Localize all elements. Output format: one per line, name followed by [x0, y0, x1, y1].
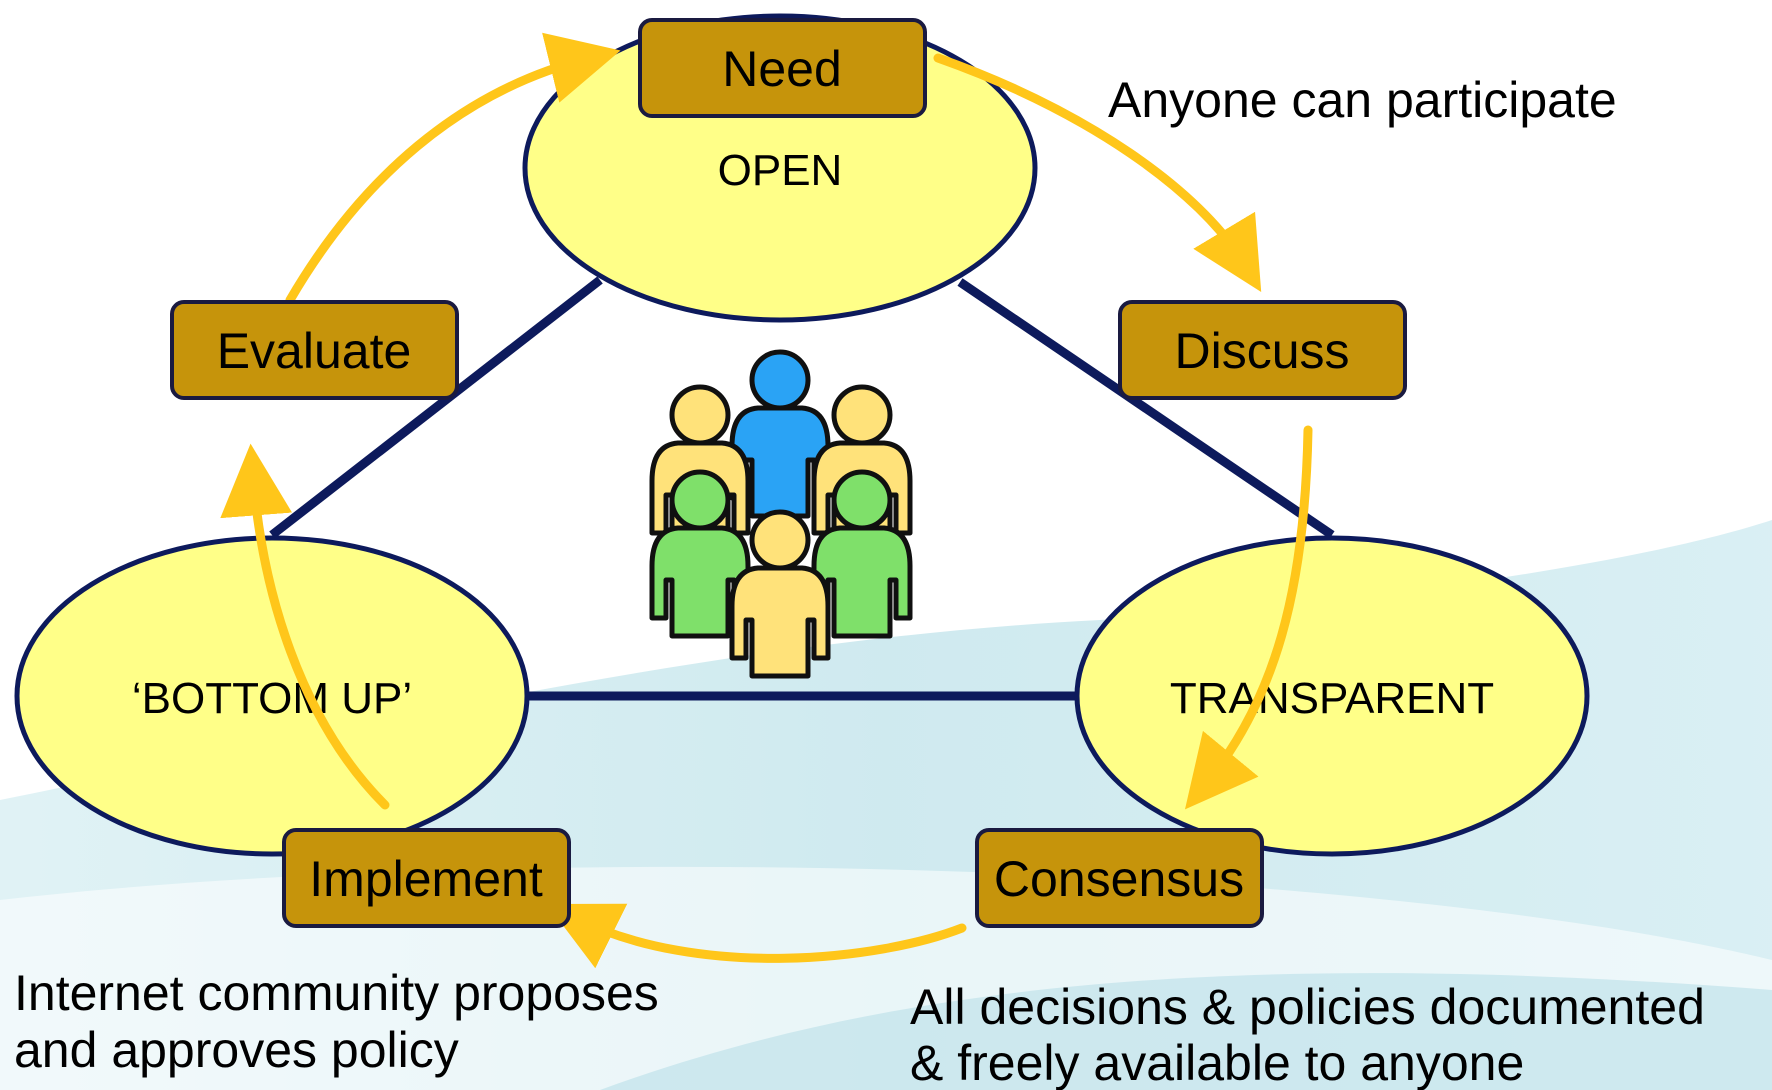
- arrow-consensus-to-implement: [546, 903, 967, 969]
- principle-label-transparent: TRANSPARENT: [1170, 674, 1494, 723]
- caption-bottom-up-line-1: Internet community proposes: [14, 965, 659, 1021]
- step-discuss: Discuss: [1118, 300, 1407, 400]
- caption-bottom-up-line-2: and approves policy: [14, 1022, 459, 1078]
- principle-bottom-up: ‘BOTTOM UP’: [14, 535, 530, 857]
- caption-transparent-line-1: All decisions & policies documented: [910, 979, 1705, 1035]
- arrow-need-to-discuss: [933, 53, 1262, 293]
- step-implement: Implement: [282, 828, 571, 928]
- caption-bottom-up: Internet community proposes and approves…: [14, 965, 659, 1078]
- person-yellow-bottom-icon: [732, 512, 828, 676]
- step-box-consensus: [975, 828, 1264, 928]
- line-open-bottomup: [269, 276, 603, 539]
- arrow-discuss-to-consensus: [1184, 425, 1313, 810]
- principle-transparent: TRANSPARENT: [1074, 535, 1590, 857]
- step-evaluate: Evaluate: [170, 300, 459, 400]
- principle-label-open: OPEN: [718, 146, 843, 195]
- caption-transparent: All decisions & policies documented & fr…: [910, 979, 1705, 1090]
- step-box-evaluate: [170, 300, 459, 400]
- triangle-lines: [269, 276, 1335, 701]
- step-box-need: [638, 18, 927, 118]
- step-label-consensus: Consensus: [994, 851, 1244, 907]
- line-open-transparent: [957, 278, 1335, 539]
- cycle-arrows: [220, 32, 1313, 969]
- step-label-evaluate: Evaluate: [217, 323, 412, 379]
- step-need: Need: [638, 18, 927, 118]
- step-box-discuss: [1118, 300, 1407, 400]
- arrow-implement-to-evaluate: [220, 443, 390, 810]
- arrow-evaluate-to-need: [285, 32, 621, 305]
- step-label-implement: Implement: [309, 851, 543, 907]
- caption-transparent-line-2: & freely available to anyone: [910, 1035, 1524, 1090]
- step-box-implement: [282, 828, 571, 928]
- caption-open: Anyone can participate: [1108, 72, 1617, 128]
- ellipse-bottom-up: [14, 535, 530, 857]
- step-label-discuss: Discuss: [1174, 323, 1349, 379]
- step-consensus: Consensus: [975, 828, 1264, 928]
- people-group-icon: [652, 352, 910, 676]
- principle-label-bottom-up: ‘BOTTOM UP’: [132, 674, 412, 723]
- step-label-need: Need: [722, 41, 842, 97]
